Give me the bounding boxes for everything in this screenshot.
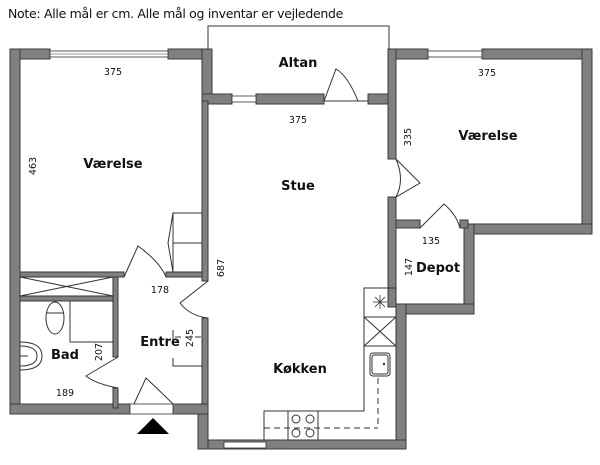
plan-note: Note: Alle mål er cm. Alle mål og invent… [8,6,343,21]
dim-vaerelse-right-height: 335 [403,128,414,146]
stove-icon [287,410,319,441]
toilet-icon [45,300,114,343]
entrance-arrow-icon [137,418,169,434]
shower-cabinet [19,276,114,297]
dim-entre-width: 178 [151,285,169,296]
room-label-depot: Depot [416,261,460,276]
dim-bad-width: 189 [56,388,74,399]
dim-stue-width: 375 [289,115,307,126]
walls [9,48,593,450]
dim-vaerelse-right-width: 375 [478,68,496,79]
sink-icon [369,352,391,377]
dim-entre-height: 245 [185,329,196,347]
dim-depot-height: 147 [404,258,415,276]
room-label-stue: Stue [281,179,315,194]
room-label-altan: Altan [279,56,318,71]
room-label-vaerelse-right: Værelse [458,129,517,144]
entre-closet [172,330,202,367]
dim-bad-height: 207 [94,343,105,361]
washbasin-icon [19,341,43,371]
dim-depot-width: 135 [422,236,440,247]
dim-vaerelse-left-height: 463 [28,157,39,175]
room-label-vaerelse-left: Værelse [83,157,142,172]
dim-stue-height: 687 [216,259,227,277]
doors [85,68,461,415]
wardrobe [167,212,203,273]
room-label-bad: Bad [51,348,79,363]
dim-vaerelse-left-width: 375 [104,67,122,78]
windows [49,50,483,449]
kitchen-counter [263,287,397,441]
room-label-koekken: Køkken [273,362,327,377]
room-label-entre: Entre [140,335,180,350]
